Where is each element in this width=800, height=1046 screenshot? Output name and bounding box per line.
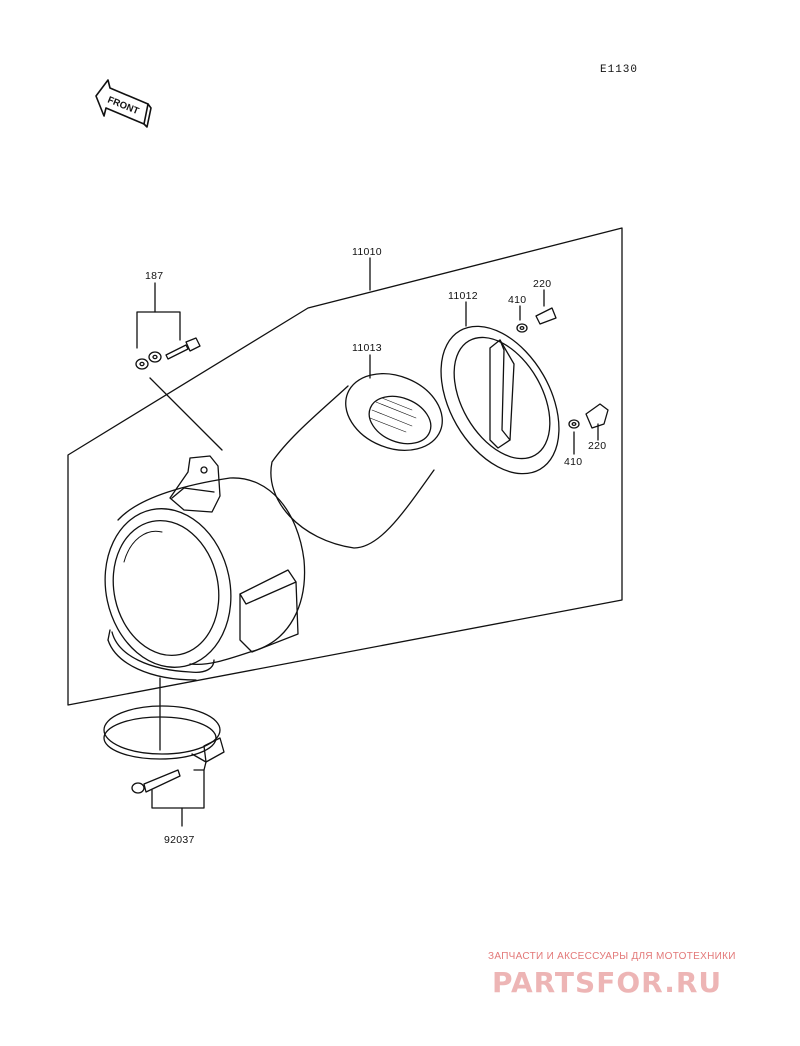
watermark-tagline: ЗАПЧАСТИ И АКСЕССУАРЫ ДЛЯ МОТОТЕХНИКИ (488, 951, 736, 962)
front-arrow-icon: FRONT (95, 79, 152, 128)
bracket-187 (136, 282, 223, 451)
part-label-410-top: 410 (508, 294, 527, 306)
clamp-screw-icon (131, 769, 205, 827)
watermark-logo: PARTSFOR.RU (492, 966, 723, 999)
part-label-11013: 11013 (352, 342, 382, 354)
diagram-id: E1130 (600, 64, 639, 76)
hose-clamp-icon (103, 677, 225, 771)
part-label-220-top: 220 (533, 278, 552, 290)
part-label-187: 187 (145, 270, 164, 282)
washer-bolt-side-icon (568, 403, 609, 455)
assembly-outline (67, 227, 623, 706)
washer-bolt-top-icon (516, 289, 557, 333)
bracket-92037 (151, 769, 205, 809)
air-filter-housing-icon (104, 455, 306, 681)
part-label-11012: 11012 (448, 290, 478, 302)
filter-element-11013-icon (270, 354, 443, 549)
part-label-92037: 92037 (164, 834, 195, 846)
part-label-11010: 11010 (352, 246, 382, 258)
part-label-220-side: 220 (588, 440, 607, 452)
part-label-410-side: 410 (564, 456, 583, 468)
leader-187 (149, 377, 223, 451)
cover-11012-icon (440, 301, 560, 475)
bolt-187-icon (135, 337, 201, 370)
